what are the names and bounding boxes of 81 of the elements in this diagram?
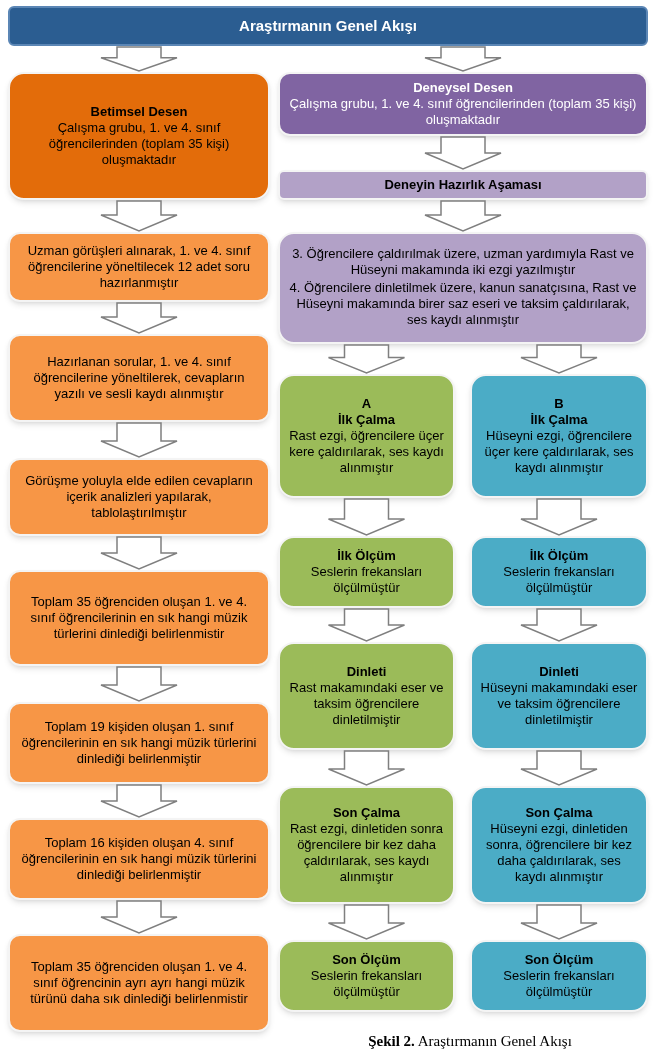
- process-box: [278, 374, 455, 498]
- box-text: 3. Öğrencilere çaldırılmak üzere, uzman yardımıyla Rast ve Hüseyni makamında iki ezgi yazılmıştır: [291, 246, 635, 278]
- box-heading: İlk Çalma: [530, 412, 588, 428]
- block-arrow: [520, 344, 598, 374]
- box-heading: B: [554, 396, 564, 412]
- process-box: [278, 536, 455, 608]
- box-text: Hüseyni ezgi, öğrencilere üçer kere çaldırılarak, ses kaydı alınmıştır: [483, 428, 635, 476]
- process-box: [8, 232, 270, 302]
- block-arrow: [327, 344, 406, 374]
- box-heading: Deneysel Desen: [413, 80, 513, 96]
- process-box: [8, 570, 270, 666]
- box-text: 4. Öğrencilere dinletilmek üzere, kanun sanatçısına, Rast ve Hüseyni makamında birer saz eseri ve taksim çaldırılarak, ses kaydı alınmıştır: [288, 280, 638, 328]
- process-box: [8, 72, 270, 200]
- block-arrow: [100, 900, 178, 934]
- process-box: [278, 940, 455, 1012]
- box-heading: İlk Ölçüm: [529, 548, 589, 564]
- block-arrow: [424, 136, 502, 170]
- box-text: Rast makamındaki eser ve taksim öğrencilere dinletilmiştir: [288, 680, 445, 728]
- box-text: Toplam 35 öğrenciden oluşan 1. ve 4. sınıf öğrencinin ayrı ayrı hangi müzik türünü daha sık dinlediği belirlenmistir: [29, 959, 249, 1007]
- block-arrow: [520, 498, 598, 536]
- box-text: Seslerin frekansları ölçülmüştür: [309, 968, 424, 1000]
- block-arrow: [327, 750, 406, 786]
- box-text: Rast ezgi, öğrencilere üçer kere çaldırılarak, ses kaydı alınmıştır: [288, 428, 445, 476]
- box-text: Rast ezgi, dinletiden sonra öğrencilere bir kez daha çaldırılarak, ses kaydı alınmıştır: [288, 821, 445, 885]
- block-arrow: [100, 200, 178, 232]
- box-heading: Dinleti: [539, 664, 579, 680]
- block-arrow: [520, 904, 598, 940]
- block-arrow: [100, 422, 178, 458]
- process-box: [278, 170, 648, 200]
- process-box: [278, 232, 648, 344]
- block-arrow: [424, 46, 502, 72]
- box-heading: Son Ölçüm: [332, 952, 401, 968]
- block-arrow: [100, 46, 178, 72]
- process-box: [8, 458, 270, 536]
- block-arrow: [424, 200, 502, 232]
- block-arrow: [327, 904, 406, 940]
- box-heading: Betimsel Desen: [90, 104, 188, 120]
- process-box: [278, 786, 455, 904]
- box-heading: Son Çalma: [525, 805, 593, 821]
- process-box: [470, 786, 648, 904]
- box-text: Seslerin frekansları ölçülmüştür: [309, 564, 424, 596]
- box-text: Uzman görüşleri alınarak, 1. ve 4. sınıf öğrencilerine yöneltilecek 12 adet soru hazırlanmıştır: [26, 243, 252, 291]
- process-box: [8, 702, 270, 784]
- box-heading: Deneyin Hazırlık Aşaması: [384, 177, 542, 193]
- process-box: [8, 334, 270, 422]
- box-text: Toplam 19 kişiden oluşan 1. sınıf öğrencilerinin en sık hangi müzik türlerini dinlediği belirlenmiştir: [20, 719, 258, 767]
- box-heading: A: [361, 396, 372, 412]
- box-text: Çalışma grubu, 1. ve 4. sınıf öğrencilerinden (toplam 35 kişi) oluşmaktadır: [288, 96, 638, 128]
- box-heading: Dinleti: [346, 664, 387, 680]
- title-banner: [8, 6, 648, 46]
- process-box: [8, 934, 270, 1032]
- block-arrow: [520, 608, 598, 642]
- block-arrow: [327, 498, 406, 536]
- block-arrow: [100, 784, 178, 818]
- box-text: Hüseyni ezgi, dinletiden sonra, öğrencilere bir kez daha çaldırılarak, ses kaydı alınmıştır: [485, 821, 633, 885]
- process-box: [470, 536, 648, 608]
- block-arrow: [327, 608, 406, 642]
- process-box: [470, 940, 648, 1012]
- process-box: [278, 642, 455, 750]
- box-text: Toplam 16 kişiden oluşan 4. sınıf öğrencilerinin en sık hangi müzik türlerini dinlediği belirlenmiştir: [20, 835, 258, 883]
- process-box: [470, 642, 648, 750]
- box-text: Seslerin frekansları ölçülmüştür: [502, 564, 616, 596]
- box-text: Hazırlanan sorular, 1. ve 4. sınıf öğrencilerine yöneltilerek, cevapların yazılı ve sesli kaydı alınmıştır: [32, 354, 246, 402]
- block-arrow: [100, 302, 178, 334]
- box-text: Görüşme yoluyla elde edilen cevapların içerik analizleri yapılarak, tablolaştırılmıştır: [24, 473, 254, 521]
- process-box: [470, 374, 648, 498]
- box-heading: Son Ölçüm: [524, 952, 594, 968]
- process-box: [278, 72, 648, 136]
- block-arrow: [520, 750, 598, 786]
- box-heading: Araştırmanın Genel Akışı: [239, 15, 417, 36]
- figure-caption: Şekil 2. Araştırmanın Genel Akışı: [367, 1032, 573, 1051]
- block-arrow: [100, 536, 178, 570]
- box-text: Toplam 35 öğrenciden oluşan 1. ve 4. sınıf öğrencilerinin en sık hangi müzik türlerini dinlediği belirlenmistir: [29, 594, 249, 642]
- block-arrow: [100, 666, 178, 702]
- box-text: Çalışma grubu, 1. ve 4. sınıf öğrencilerinden (toplam 35 kişi) oluşmaktadır: [47, 120, 231, 168]
- box-text: Hüseyni makamındaki eser ve taksim öğrencilere dinletilmiştir: [480, 680, 638, 728]
- box-heading: İlk Çalma: [337, 412, 396, 428]
- process-box: [8, 818, 270, 900]
- box-heading: İlk Ölçüm: [337, 548, 396, 564]
- box-text: Seslerin frekansları ölçülmüştür: [502, 968, 616, 1000]
- box-heading: Son Çalma: [332, 805, 401, 821]
